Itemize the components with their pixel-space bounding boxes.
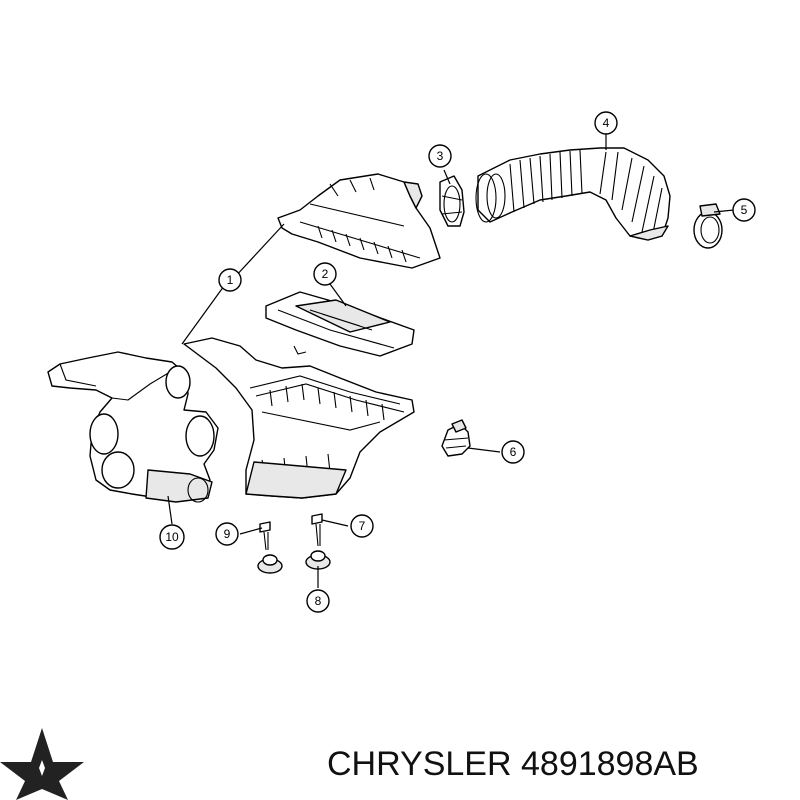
air-cleaner-housing — [183, 337, 415, 499]
svg-text:2: 2 — [322, 267, 329, 281]
chrysler-pentastar-icon — [0, 728, 84, 800]
air-cleaner-cover — [277, 173, 441, 269]
callout-3: 3 — [428, 144, 452, 168]
part-number: 4891898AB — [521, 745, 699, 783]
filter-element — [265, 291, 415, 357]
inlet-duct — [47, 351, 219, 503]
sensor-fitting — [441, 419, 471, 457]
callout-6: 6 — [501, 440, 525, 464]
callout-2: 2 — [313, 262, 337, 286]
svg-text:6: 6 — [510, 445, 517, 459]
intake-hose — [475, 147, 671, 241]
callout-7: 7 — [350, 514, 374, 538]
hose-clamp-small — [439, 175, 465, 227]
bolt-7 — [311, 513, 323, 547]
bolt-9 — [259, 521, 271, 551]
callout-8: 8 — [306, 589, 330, 613]
brand-name: CHRYSLER — [327, 745, 512, 783]
brand-part-label: CHRYSLER 4891898AB — [327, 745, 699, 783]
svg-text:3: 3 — [437, 149, 444, 163]
svg-text:4: 4 — [603, 116, 610, 130]
leader-lines — [167, 134, 735, 588]
callout-9: 9 — [215, 522, 239, 546]
svg-text:7: 7 — [359, 519, 366, 533]
grommets-8 — [257, 550, 331, 574]
callout-5: 5 — [732, 198, 756, 222]
callout-10: 10 — [159, 524, 185, 550]
svg-text:9: 9 — [224, 527, 231, 541]
callout-1: 1 — [218, 268, 242, 292]
hose-clamp-large — [693, 203, 723, 249]
svg-text:5: 5 — [741, 203, 748, 217]
svg-text:1: 1 — [227, 273, 234, 287]
callout-4: 4 — [594, 111, 618, 135]
svg-text:10: 10 — [165, 530, 179, 544]
svg-text:8: 8 — [315, 594, 322, 608]
